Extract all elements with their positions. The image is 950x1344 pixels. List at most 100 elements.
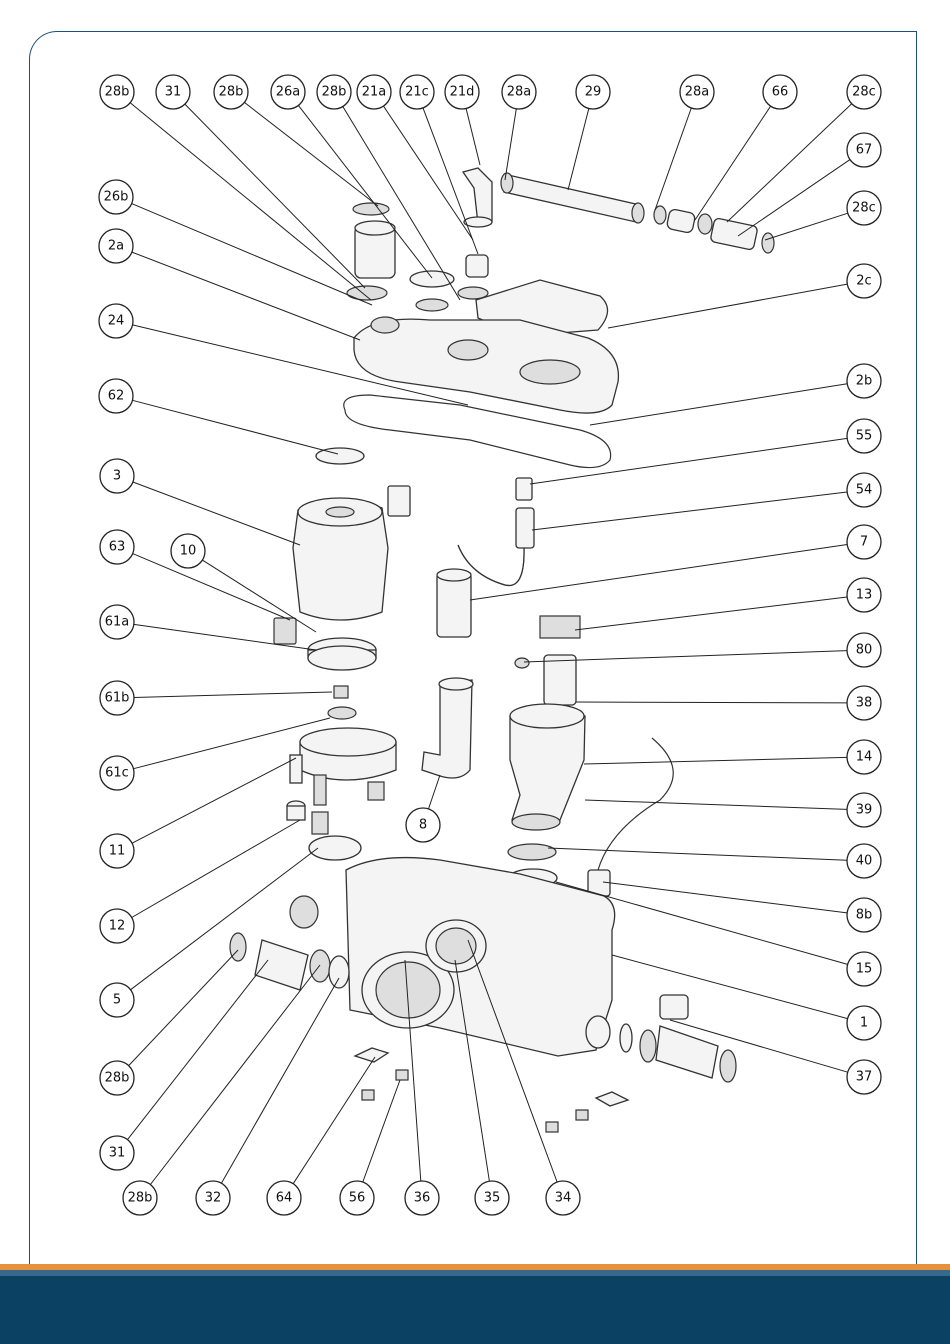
callout-label: 39: [856, 803, 873, 818]
callout-14: 14: [847, 740, 881, 774]
callout-55: 55: [847, 419, 881, 453]
callout-7: 7: [847, 525, 881, 559]
callout-label: 3: [113, 469, 121, 484]
callout-2c: 2c: [847, 264, 881, 298]
callout-label: 56: [349, 1191, 366, 1206]
callout-64: 64: [267, 1181, 301, 1215]
callout-label: 80: [856, 643, 873, 658]
leader-line: [133, 482, 300, 545]
callout-label: 13: [856, 588, 873, 603]
callout-5: 5: [100, 983, 134, 1017]
callout-2a: 2a: [99, 229, 133, 263]
callout-label: 61b: [105, 691, 130, 706]
callout-34: 34: [546, 1181, 580, 1215]
callout-21a: 21a: [357, 75, 391, 109]
leader-line: [132, 400, 338, 454]
leader-line: [695, 106, 771, 220]
capacitor-part-38: [544, 655, 576, 705]
callout-8b: 8b: [847, 898, 881, 932]
callout-63: 63: [100, 530, 134, 564]
callout-label: 8b: [856, 908, 873, 923]
fittings-66-67: [654, 206, 774, 253]
callout-label: 37: [856, 1070, 873, 1085]
callout-label: 12: [109, 919, 126, 934]
leader-line: [765, 213, 848, 240]
part-61b: [334, 686, 348, 698]
callout-label: 55: [856, 429, 873, 444]
callout-label: 28a: [685, 85, 710, 100]
callout-28a: 28a: [680, 75, 714, 109]
leader-line: [221, 978, 339, 1183]
callout-label: 2a: [108, 239, 124, 254]
callout-80: 80: [847, 633, 881, 667]
part-80: [515, 658, 529, 668]
callout-2b: 2b: [847, 364, 881, 398]
callout-28c: 28c: [847, 191, 881, 225]
callout-label: 21d: [450, 85, 475, 100]
part-40: [508, 844, 556, 860]
callout-label: 35: [484, 1191, 501, 1206]
leader-line: [132, 758, 296, 843]
callout-8: 8: [406, 808, 440, 842]
callout-1: 1: [847, 1006, 881, 1040]
callout-label: 24: [108, 314, 125, 329]
callout-28b: 28b: [100, 75, 134, 109]
leader-line: [532, 492, 847, 530]
callout-label: 61a: [105, 615, 130, 630]
callout-28a: 28a: [502, 75, 536, 109]
callout-label: 2c: [856, 274, 871, 289]
base-plate-part-5: [309, 836, 361, 860]
callout-label: 7: [860, 535, 868, 550]
callout-label: 54: [856, 483, 873, 498]
leader-line: [590, 384, 847, 425]
callout-61a: 61a: [100, 605, 134, 639]
leader-line: [132, 204, 372, 305]
motor-part-3: [293, 486, 410, 620]
callout-label: 10: [180, 544, 197, 559]
callout-61b: 61b: [100, 681, 134, 715]
leader-line: [466, 109, 480, 166]
leader-line: [185, 104, 365, 288]
leader-line: [576, 702, 847, 703]
part-61c: [328, 707, 356, 719]
callout-32: 32: [196, 1181, 230, 1215]
part-13: [540, 616, 580, 638]
leader-line: [738, 160, 850, 236]
leader-line: [608, 284, 847, 328]
callout-40: 40: [847, 844, 881, 878]
callout-38: 38: [847, 686, 881, 720]
right-outlet-parts: [620, 995, 736, 1082]
callout-10: 10: [171, 534, 205, 568]
leader-line: [727, 104, 852, 222]
callout-label: 38: [856, 696, 873, 711]
callout-label: 66: [772, 85, 789, 100]
callout-13: 13: [847, 578, 881, 612]
leader-line: [575, 597, 847, 630]
leader-line: [133, 554, 290, 620]
leader-line: [384, 106, 474, 240]
callout-label: 67: [856, 143, 873, 158]
leader-line: [548, 848, 847, 860]
callout-28b: 28b: [123, 1181, 157, 1215]
callout-26b: 26b: [99, 180, 133, 214]
callout-56: 56: [340, 1181, 374, 1215]
callout-label: 14: [856, 750, 873, 765]
leader-line: [505, 109, 516, 180]
chamber-part-14: [510, 704, 585, 830]
callout-29: 29: [576, 75, 610, 109]
leader-line: [134, 692, 332, 698]
leader-line: [132, 252, 360, 340]
callout-label: 26a: [276, 85, 301, 100]
callout-label: 28a: [507, 85, 532, 100]
callout-62: 62: [99, 379, 133, 413]
leader-line: [150, 965, 320, 1185]
footer-band: [0, 1270, 950, 1344]
callout-label: 29: [585, 85, 602, 100]
callout-label: 28b: [105, 85, 130, 100]
leader-line: [568, 109, 589, 191]
impeller-part-61a: [308, 638, 376, 670]
callout-54: 54: [847, 473, 881, 507]
callout-28b: 28b: [214, 75, 248, 109]
leader-line: [585, 800, 847, 809]
